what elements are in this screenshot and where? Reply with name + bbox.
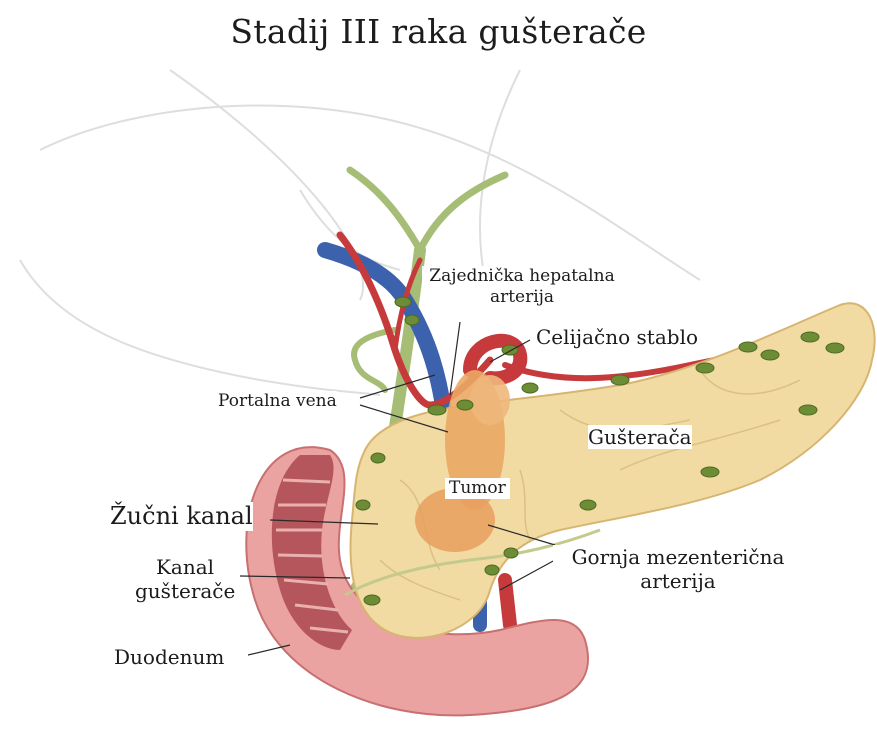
- label-pancreas: Gušterača: [588, 425, 692, 449]
- label-celiac-trunk: Celijačno stablo: [536, 325, 698, 349]
- label-pancreatic-duct-line2: gušterače: [135, 579, 235, 603]
- label-superior-mesenteric-artery-line1: Gornja mezenterična: [553, 545, 803, 569]
- label-pancreatic-duct-line1: Kanal: [135, 555, 235, 579]
- label-tumor: Tumor: [445, 478, 510, 499]
- label-common-hepatic-artery-line1: Zajednička hepatalna: [422, 266, 622, 287]
- diagram-title: Stadij III raka gušterače: [0, 12, 877, 51]
- label-portal-vein: Portalna vena: [218, 391, 337, 412]
- label-bile-duct: Žučni kanal: [110, 502, 253, 531]
- label-superior-mesenteric-artery-line2: arterija: [553, 569, 803, 593]
- label-pancreatic-duct: Kanal gušterače: [135, 555, 235, 604]
- label-common-hepatic-artery-line2: arterija: [422, 287, 622, 308]
- label-duodenum: Duodenum: [114, 645, 224, 669]
- label-common-hepatic-artery: Zajednička hepatalna arterija: [422, 266, 622, 307]
- label-superior-mesenteric-artery: Gornja mezenterična arterija: [553, 545, 803, 594]
